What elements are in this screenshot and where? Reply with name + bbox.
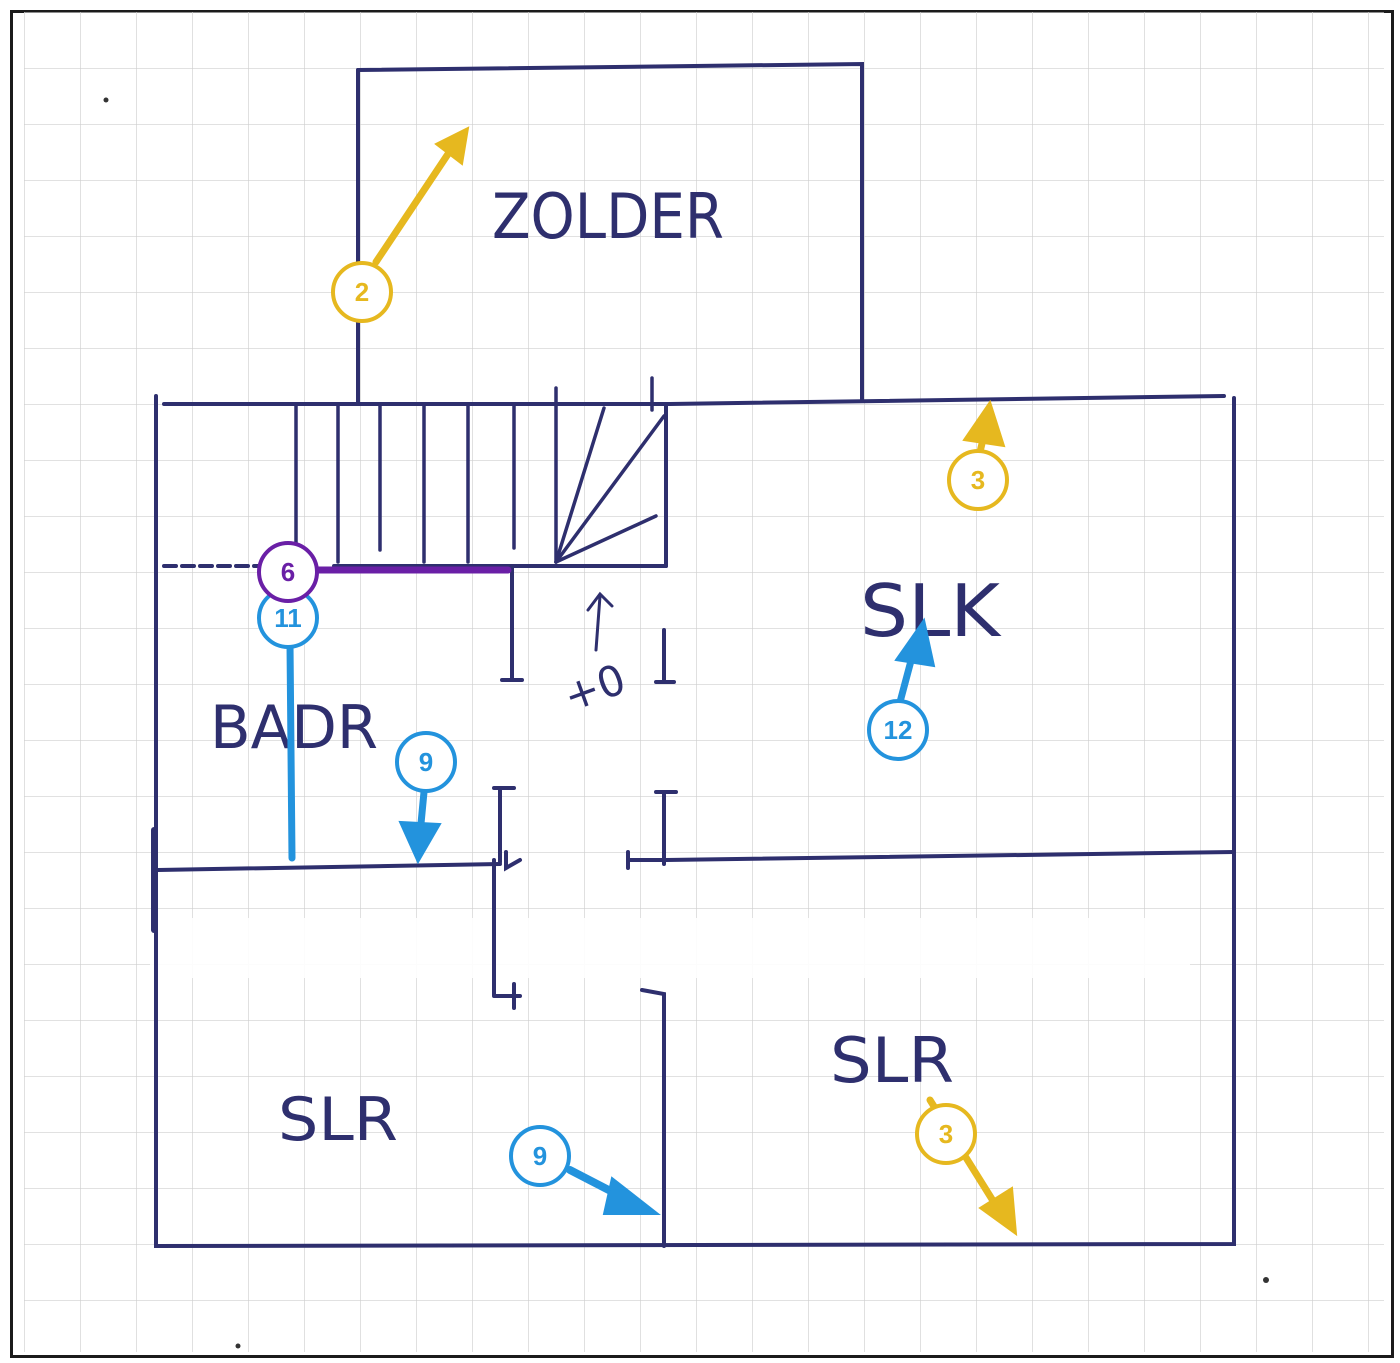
marker-9-bottom: 9 [509, 1125, 571, 1187]
walls [151, 61, 1236, 1249]
svg-text:9: 9 [533, 1141, 547, 1171]
svg-text:12: 12 [884, 715, 913, 745]
stair-treads [294, 376, 666, 564]
marker-3-top: 3 [947, 449, 1009, 511]
room-label-slr-right: SLR [830, 1024, 954, 1097]
marker-9-top: 9 [395, 731, 457, 793]
svg-text:2: 2 [355, 277, 369, 307]
marker-2: 2 [331, 261, 393, 323]
marker-3-bottom: 3 [915, 1103, 977, 1165]
svg-text:3: 3 [971, 465, 985, 495]
pen-dot [103, 97, 109, 103]
grid-paper [24, 12, 1384, 1352]
line-11 [286, 640, 296, 862]
room-label-zolder: ZOLDER [492, 180, 724, 253]
svg-text:9: 9 [419, 747, 433, 777]
room-label-slr-left: SLR [278, 1085, 398, 1155]
svg-text:6: 6 [281, 557, 295, 587]
pen-dot [1263, 1277, 1269, 1283]
erased-strip [150, 918, 1190, 978]
pen-dot [235, 1343, 241, 1349]
marker-6: 6 [257, 541, 319, 603]
marker-12: 12 [867, 699, 929, 761]
stair-up-arrow [586, 591, 614, 652]
svg-text:11: 11 [274, 603, 302, 633]
marker-11: 11 [257, 587, 319, 649]
arrow-2 [372, 138, 460, 266]
room-label-slk: SLK [860, 569, 1002, 653]
annotation-arrows [286, 126, 1018, 1237]
svg-text:3: 3 [939, 1119, 953, 1149]
